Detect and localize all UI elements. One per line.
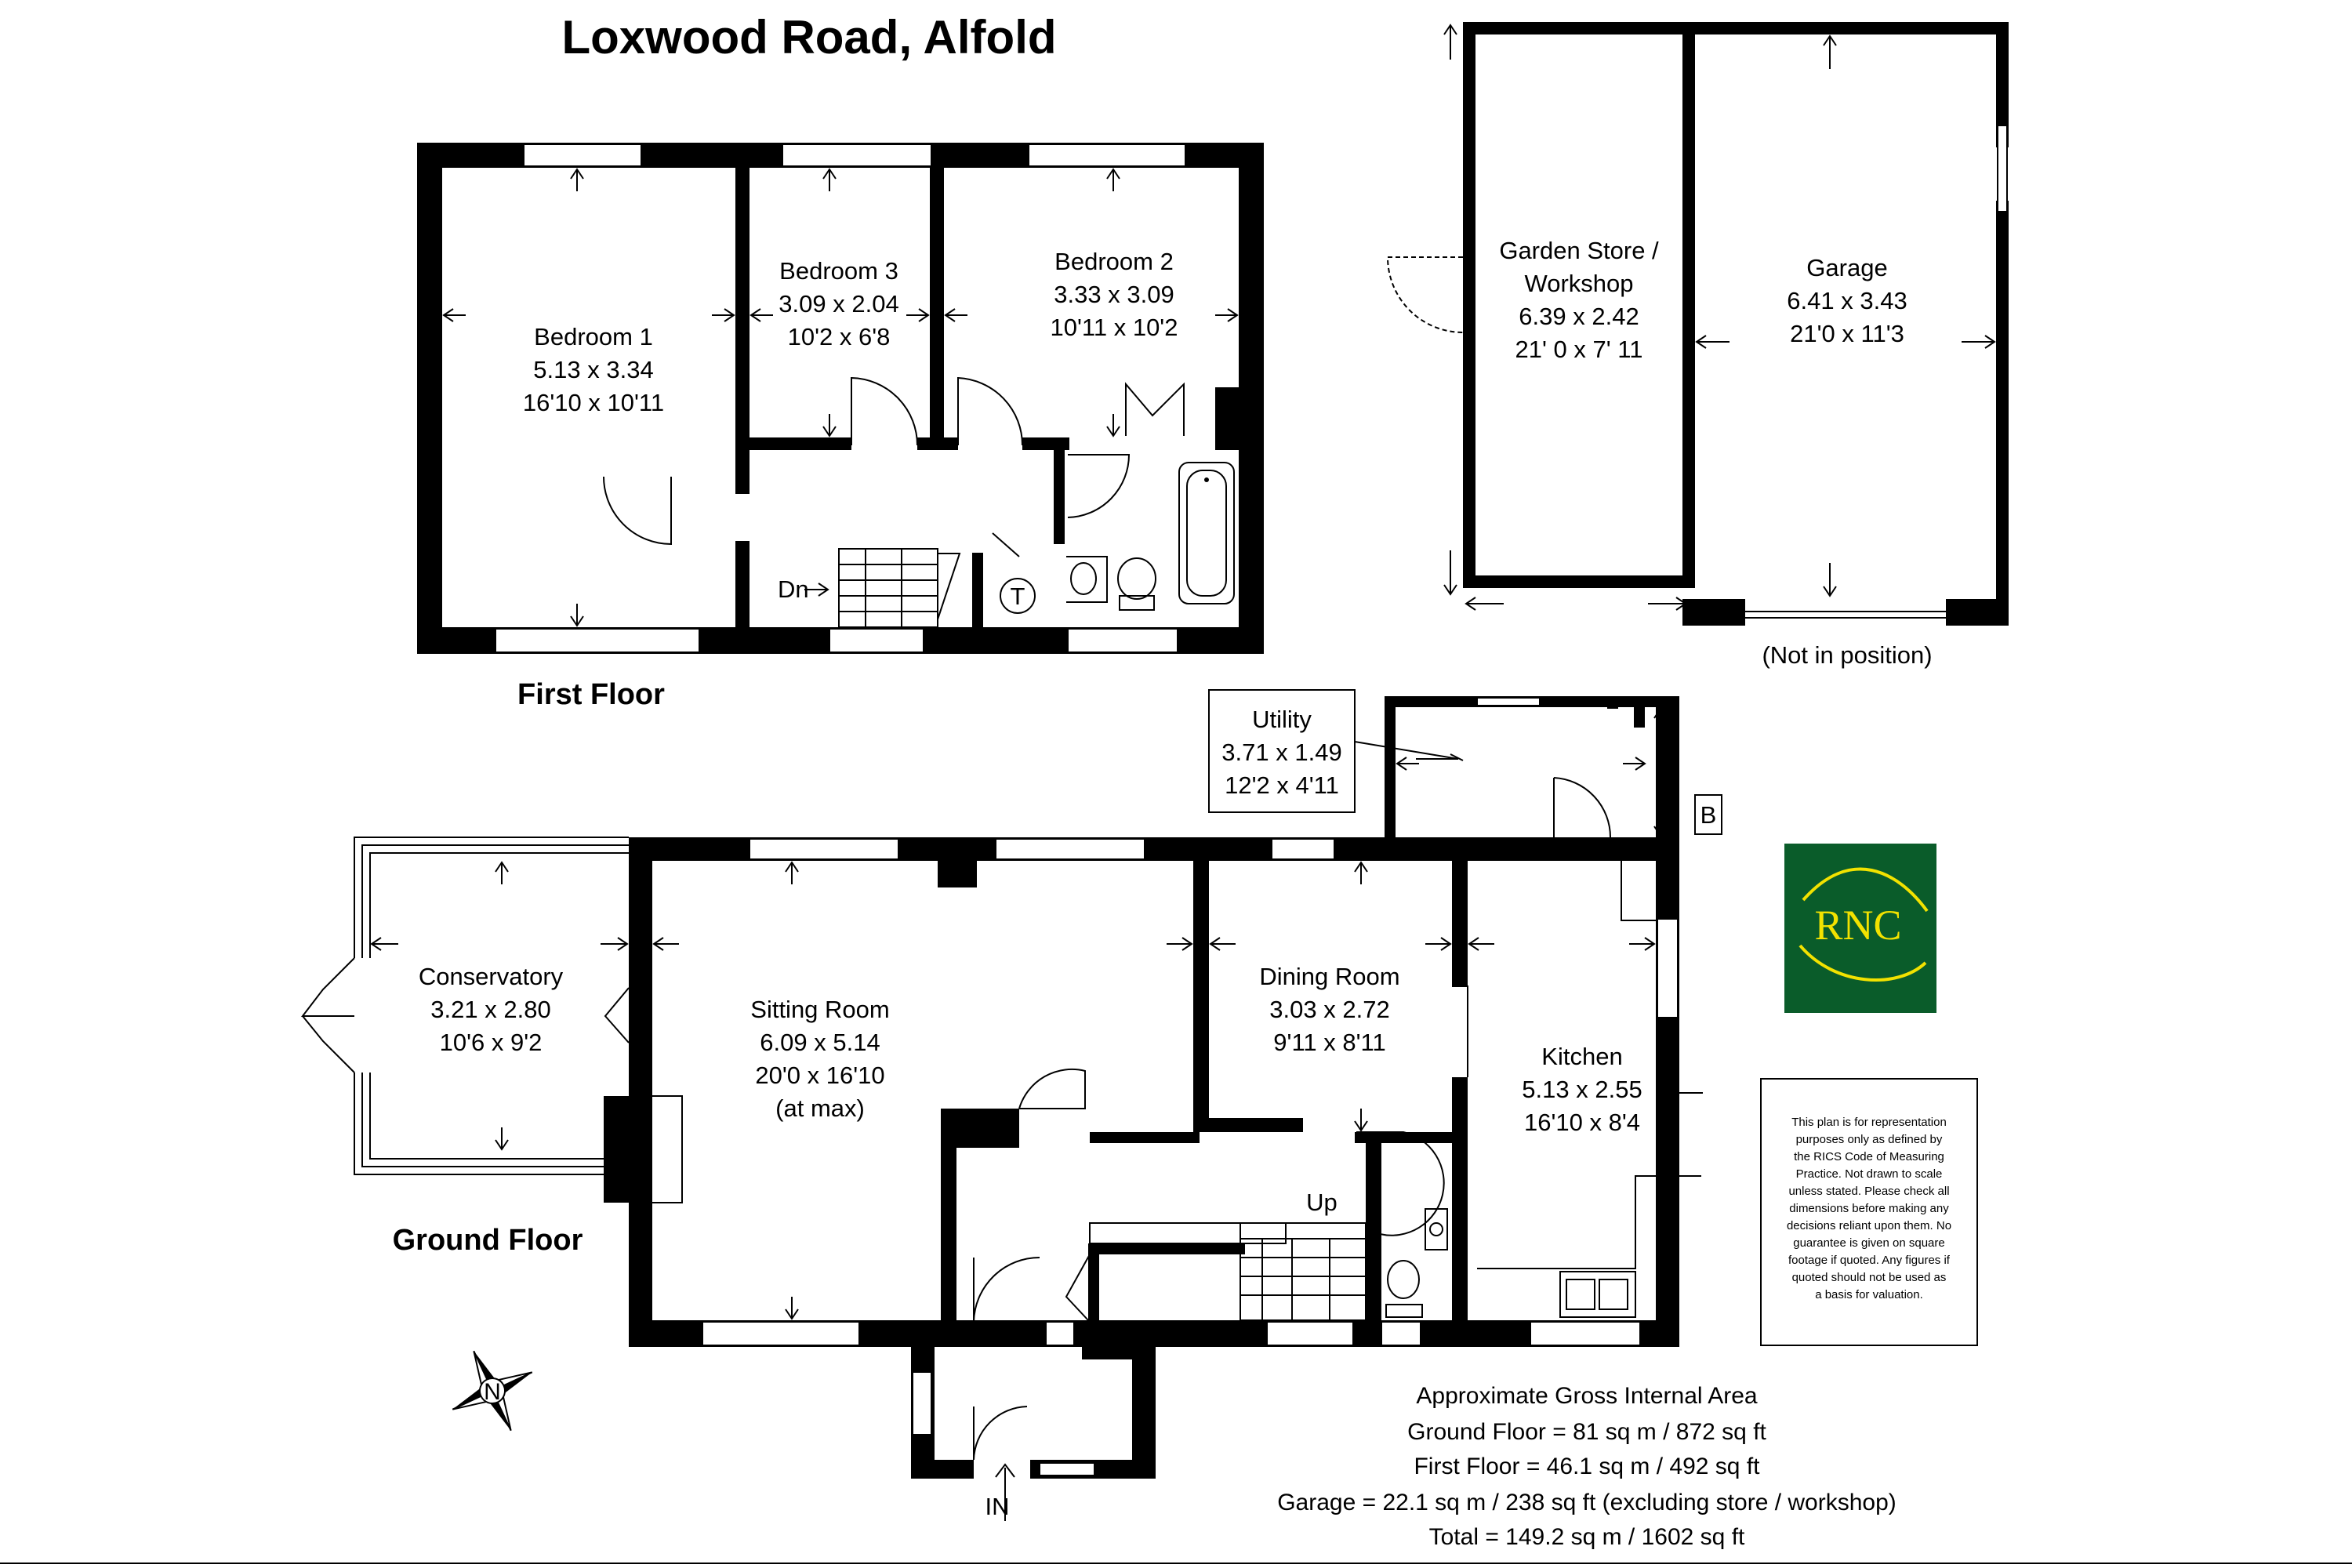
entrance-label: IN [985, 1493, 1010, 1520]
svg-text:3.21 x 2.80: 3.21 x 2.80 [430, 996, 550, 1023]
svg-text:6.39 x 2.42: 6.39 x 2.42 [1519, 303, 1639, 330]
water-tank-icon [1000, 578, 1036, 614]
svg-text:Bedroom 3: Bedroom 3 [779, 257, 898, 285]
svg-text:(at max): (at max) [775, 1094, 865, 1122]
room-garage: Garage 6.41 x 3.43 21'0 x 11'3 [1787, 254, 1907, 347]
room-bedroom-1: Bedroom 1 5.13 x 3.34 16'10 x 10'11 [523, 323, 664, 416]
svg-text:Workshop: Workshop [1525, 270, 1634, 297]
disclaimer-line: decisions reliant upon them. No [1787, 1219, 1951, 1232]
svg-text:5.13 x 2.55: 5.13 x 2.55 [1522, 1076, 1642, 1103]
disclaimer-line: purposes only as defined by [1796, 1133, 1943, 1146]
disclaimer-line: the RICS Code of Measuring [1794, 1150, 1944, 1163]
svg-text:Utility: Utility [1252, 706, 1312, 733]
svg-text:3.03 x 2.72: 3.03 x 2.72 [1269, 996, 1389, 1023]
svg-text:Total = 149.2 sq m / 1602 sq f: Total = 149.2 sq m / 1602 sq ft [1429, 1524, 1745, 1550]
svg-text:10'6 x 9'2: 10'6 x 9'2 [440, 1029, 543, 1056]
disclaimer-line: dimensions before making any [1789, 1202, 1949, 1215]
svg-text:3.09 x 2.04: 3.09 x 2.04 [779, 290, 898, 318]
disclaimer-line: unless stated. Please check all [1788, 1185, 1949, 1198]
bath-icon [1178, 462, 1235, 604]
room-sitting-room: Sitting Room 6.09 x 5.14 20'0 x 16'10 (a… [750, 996, 889, 1122]
boiler-label: B [1700, 801, 1717, 829]
compass-north-label: N [484, 1379, 501, 1405]
basin-icon [1066, 556, 1108, 603]
svg-text:5.13 x 3.34: 5.13 x 3.34 [533, 356, 653, 383]
water-tank-label: T [1011, 583, 1025, 610]
room-dining-room: Dining Room 3.03 x 2.72 9'11 x 8'11 [1259, 963, 1399, 1056]
disclaimer-line: quoted should not be used as [1792, 1271, 1947, 1284]
svg-text:12'2 x 4'11: 12'2 x 4'11 [1225, 771, 1339, 799]
svg-text:Approximate Gross Internal Are: Approximate Gross Internal Area [1416, 1383, 1758, 1409]
svg-text:20'0 x 16'10: 20'0 x 16'10 [755, 1062, 884, 1089]
svg-text:This plan is for representatio: This plan is for representation purposes … [1787, 1116, 1951, 1301]
disclaimer-line: Practice. Not drawn to scale [1796, 1167, 1943, 1181]
first-floor-stairs [838, 548, 961, 628]
room-bedroom-3: Bedroom 3 3.09 x 2.04 10'2 x 6'8 [779, 257, 898, 350]
first-floor-heading: First Floor [517, 678, 665, 711]
stairs-up-label: Up [1306, 1189, 1338, 1216]
svg-text:Kitchen: Kitchen [1541, 1043, 1622, 1070]
room-utility-label: Utility 3.71 x 1.49 12'2 x 4'11 [1208, 689, 1356, 813]
svg-text:6.41 x 3.43: 6.41 x 3.43 [1787, 287, 1907, 314]
cloakroom-toilet-icon [1385, 1260, 1423, 1318]
compass-icon [452, 1350, 533, 1432]
room-garden-store: Garden Store / Workshop 6.39 x 2.42 21' … [1499, 237, 1659, 363]
svg-text:RNC: RNC [1814, 902, 1901, 949]
room-conservatory: Conservatory 3.21 x 2.80 10'6 x 9'2 [419, 963, 564, 1056]
ground-floor-heading: Ground Floor [393, 1224, 583, 1257]
svg-text:Bedroom 2: Bedroom 2 [1054, 248, 1174, 275]
disclaimer-box: This plan is for representation purposes … [1760, 1078, 1978, 1346]
conservatory-frame [300, 837, 630, 1175]
ground-floor-stairs [1065, 1222, 1367, 1321]
svg-text:10'2 x 6'8: 10'2 x 6'8 [788, 323, 891, 350]
svg-text:21'0 x 11'3: 21'0 x 11'3 [1790, 320, 1904, 347]
svg-text:Ground Floor = 81 sq m / 872 s: Ground Floor = 81 sq m / 872 sq ft [1407, 1419, 1766, 1445]
room-bedroom-2: Bedroom 2 3.33 x 3.09 10'11 x 10'2 [1051, 248, 1178, 341]
svg-text:Conservatory: Conservatory [419, 963, 564, 990]
ground-floor-plan: B Conservatory 3.21 x 2.80 [300, 689, 1722, 1521]
svg-text:3.33 x 3.09: 3.33 x 3.09 [1054, 281, 1174, 308]
disclaimer-line: guarantee is given on square [1793, 1236, 1944, 1250]
svg-text:Bedroom 1: Bedroom 1 [534, 323, 653, 350]
garage-position-note: (Not in position) [1762, 641, 1932, 669]
svg-text:16'10 x 8'4: 16'10 x 8'4 [1524, 1109, 1640, 1136]
svg-text:Dining Room: Dining Room [1259, 963, 1399, 990]
svg-text:Sitting Room: Sitting Room [750, 996, 889, 1023]
svg-text:21' 0 x 7' 11: 21' 0 x 7' 11 [1515, 336, 1643, 363]
plan-title: Loxwood Road, Alfold [561, 11, 1056, 64]
toilet-icon [1117, 557, 1156, 611]
svg-text:6.09 x 5.14: 6.09 x 5.14 [760, 1029, 880, 1056]
disclaimer-line: footage if quoted. Any figures if [1788, 1254, 1951, 1267]
area-summary: Approximate Gross Internal Area Ground F… [1277, 1383, 1896, 1550]
cloakroom-basin-icon [1425, 1208, 1448, 1250]
kitchen-sink-icon [1559, 1271, 1636, 1318]
svg-text:10'11 x 10'2: 10'11 x 10'2 [1051, 314, 1178, 341]
svg-text:3.71 x 1.49: 3.71 x 1.49 [1221, 739, 1341, 766]
boiler-icon [1694, 794, 1722, 835]
room-kitchen: Kitchen 5.13 x 2.55 16'10 x 8'4 [1522, 1043, 1642, 1136]
svg-text:Garage = 22.1 sq m / 238 sq ft: Garage = 22.1 sq m / 238 sq ft (excludin… [1277, 1490, 1896, 1515]
svg-text:First Floor = 46.1 sq m / 492: First Floor = 46.1 sq m / 492 sq ft [1414, 1454, 1760, 1479]
garage-plan: Garden Store / Workshop 6.39 x 2.42 21' … [1386, 22, 2009, 626]
disclaimer-line: a basis for valuation. [1815, 1288, 1923, 1301]
svg-text:Garage: Garage [1806, 254, 1887, 281]
svg-text:Garden Store /: Garden Store / [1499, 237, 1659, 264]
agent-logo: RNC [1784, 844, 1936, 1013]
disclaimer-line: This plan is for representation [1791, 1116, 1947, 1129]
svg-text:16'10 x 10'11: 16'10 x 10'11 [523, 389, 664, 416]
svg-text:9'11 x 8'11: 9'11 x 8'11 [1273, 1029, 1385, 1056]
stairs-down-label: Dn [778, 575, 809, 603]
first-floor-plan: T [417, 143, 1264, 654]
